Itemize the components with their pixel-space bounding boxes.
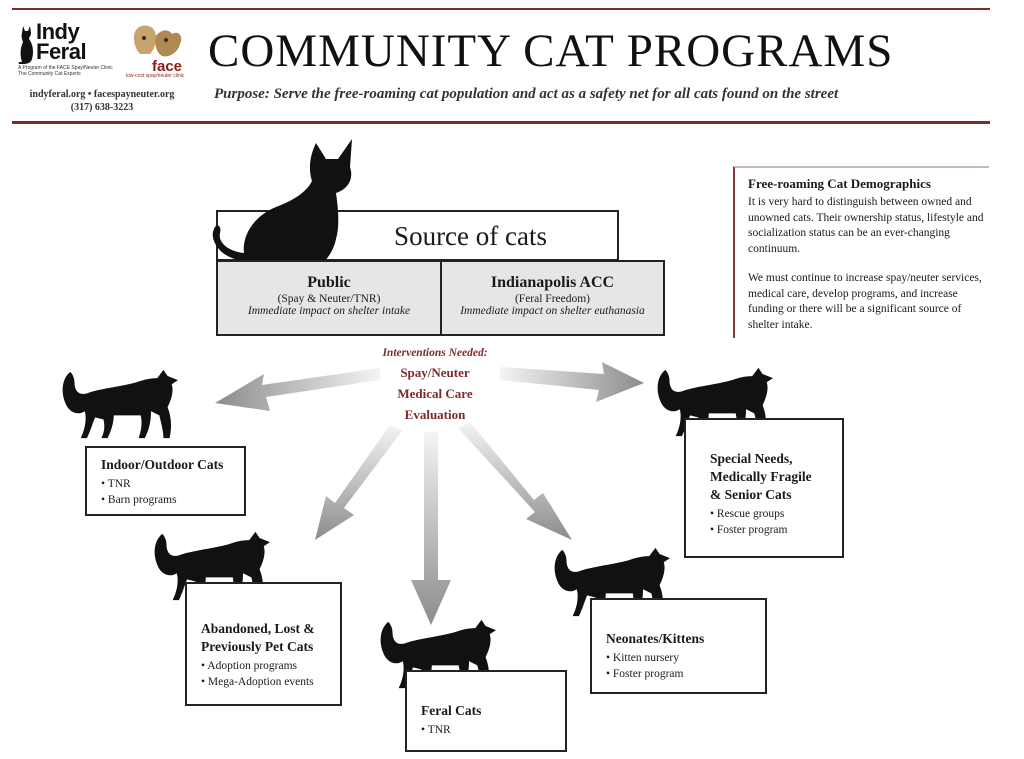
abandoned-box: Abandoned, Lost & Previously Pet Cats • … [185, 582, 342, 706]
source-public-box: Public (Spay & Neuter/TNR) Immediate imp… [216, 260, 442, 336]
demographics-panel: Free-roaming Cat Demographics It is very… [733, 166, 989, 338]
indy-feral-cat-icon [18, 26, 33, 64]
indy-feral-logo: Indy Feral A Program of the FACE Spay/Ne… [18, 19, 118, 78]
neonates-box: Neonates/Kittens • Kitten nursery • Fost… [590, 598, 767, 694]
abandoned-title-line-2: Previously Pet Cats [201, 639, 314, 654]
walking-cat-icon [62, 369, 178, 439]
list-item: • Barn programs [101, 494, 177, 506]
arrow-to-neonates [458, 422, 572, 540]
list-item: • Kitten nursery [606, 652, 680, 664]
indy-feral-logo-sub: A Program of the FACE Spay/Neuter Clinic [18, 65, 113, 71]
feral-title: Feral Cats [421, 703, 482, 718]
special-needs-title-line-3: & Senior Cats [710, 487, 792, 502]
source-acc-sub: (Feral Freedom) [514, 293, 591, 305]
neonates-title: Neonates/Kittens [606, 631, 705, 646]
source-public-note: Immediate impact on shelter intake [247, 305, 411, 317]
intervention-item: Medical Care [397, 386, 473, 401]
feral-box: Feral Cats • TNR [405, 670, 567, 752]
special-needs-title-line-2: Medically Fragile [710, 469, 812, 484]
special-needs-box: Special Needs, Medically Fragile & Senio… [684, 418, 844, 558]
page-title: COMMUNITY CAT PROGRAMS [208, 25, 894, 77]
arrow-to-abandoned [315, 425, 402, 540]
face-logo-text: face [152, 58, 183, 75]
list-item: • TNR [421, 724, 451, 736]
source-of-cats-title: Source of cats [394, 221, 547, 251]
source-acc-note: Immediate impact on shelter euthanasia [460, 305, 645, 317]
indoor-outdoor-title: Indoor/Outdoor Cats [101, 457, 224, 472]
demographics-paragraph-1: It is very hard to distinguish between o… [748, 196, 984, 255]
list-item: • Rescue groups [710, 508, 785, 520]
demographics-paragraph-2: We must continue to increase spay/neuter… [748, 272, 982, 331]
abandoned-title-line-1: Abandoned, Lost & [201, 621, 315, 636]
list-item: • TNR [101, 478, 131, 490]
indoor-outdoor-box: Indoor/Outdoor Cats • TNR • Barn program… [85, 446, 246, 516]
list-item: • Adoption programs [201, 660, 298, 672]
arrow-to-indoor [215, 368, 380, 411]
list-item: • Foster program [710, 524, 788, 536]
source-public-heading: Public [307, 274, 351, 291]
arrow-to-feral [411, 432, 451, 625]
arrow-to-special [500, 362, 644, 402]
source-acc-heading: Indianapolis ACC [490, 274, 615, 291]
dog-cat-logo-icon [133, 25, 182, 57]
phone-text: (317) 638-3223 [70, 102, 134, 113]
header-top-rule [12, 8, 990, 10]
header-bottom-rule [12, 121, 990, 124]
indy-feral-logo-tagline: The Community Cat Experts [18, 71, 81, 77]
face-logo: face low-cost spay/neuter clinic [126, 22, 188, 79]
contact-info: indyferal.org • facespayneuter.org (317)… [22, 88, 182, 114]
intervention-item: Spay/Neuter [400, 365, 470, 380]
intervention-item: Evaluation [404, 407, 466, 422]
list-item: • Mega-Adoption events [201, 676, 314, 688]
demographics-heading: Free-roaming Cat Demographics [748, 176, 931, 191]
source-public-sub: (Spay & Neuter/TNR) [277, 293, 381, 305]
special-needs-title-line-1: Special Needs, [710, 451, 793, 466]
interventions-block: Interventions Needed: Spay/Neuter Medica… [340, 347, 530, 425]
face-logo-sub: low-cost spay/neuter clinic [126, 73, 185, 79]
websites-text[interactable]: indyferal.org • facespayneuter.org [29, 89, 175, 100]
purpose-statement: Purpose: Serve the free-roaming cat popu… [214, 86, 839, 102]
sitting-cat-icon [212, 139, 352, 263]
list-item: • Foster program [606, 668, 684, 680]
indy-feral-logo-text: Indy Feral [36, 19, 87, 64]
source-acc-box: Indianapolis ACC (Feral Freedom) Immedia… [440, 260, 665, 336]
interventions-heading: Interventions Needed: [382, 347, 488, 359]
